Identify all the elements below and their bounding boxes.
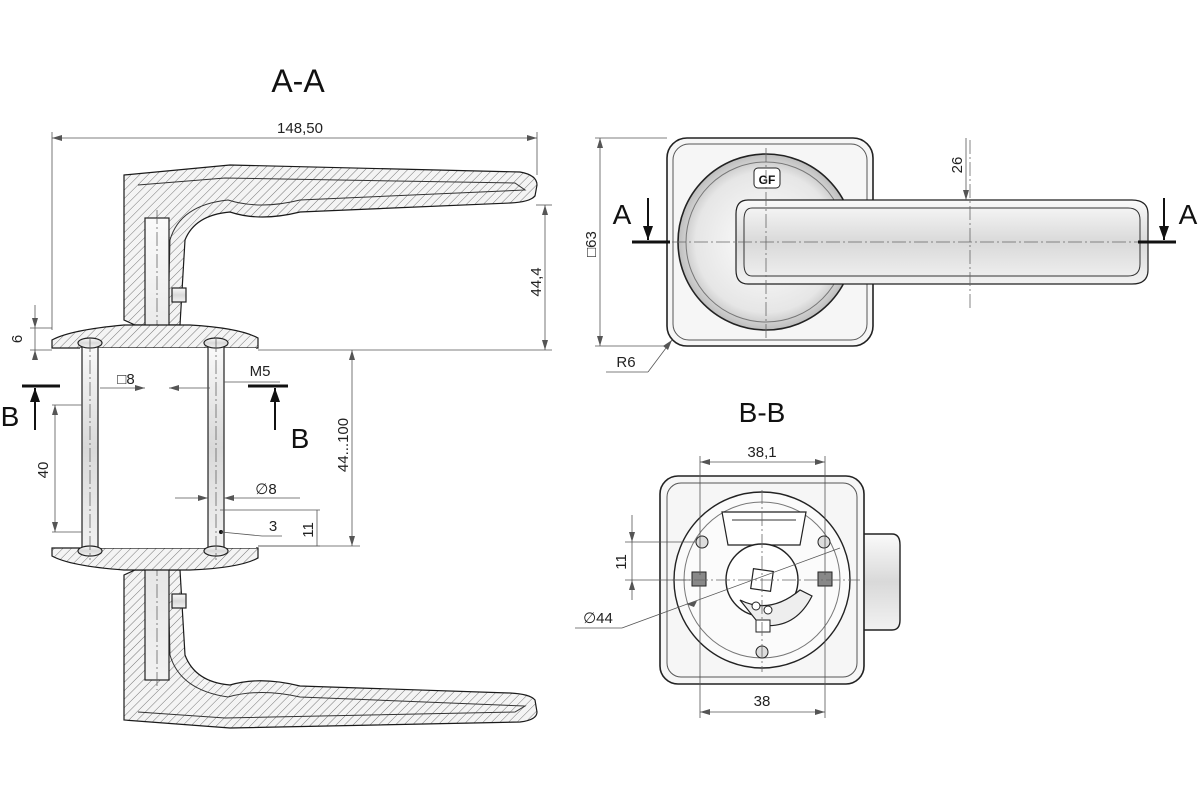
dim-screw-dia: ∅8 (255, 481, 276, 498)
dim-screw-thread: M5 (250, 363, 271, 380)
spring-housing (721, 511, 807, 546)
svg-text:GF: GF (759, 173, 776, 187)
svg-text:B: B (291, 423, 310, 454)
lower-lever-section (123, 569, 538, 729)
section-bb-title: B-B (739, 397, 786, 428)
dim-bb-width-top: 38,1 (747, 444, 776, 461)
dim-door-thickness: 44...100 (335, 418, 352, 472)
dim-screw-spacing: 40 (35, 462, 52, 479)
dim-offset-11: 11 (300, 522, 317, 538)
svg-text:A: A (613, 199, 632, 230)
section-aa-title: A-A (271, 63, 325, 99)
dim-spindle-square: □8 (117, 371, 134, 388)
brand-logo: GF (753, 167, 781, 189)
grub-screw-lower (171, 593, 187, 609)
right-through-bolt (203, 337, 229, 560)
svg-text:A: A (1179, 199, 1198, 230)
section-aa-view: A-A 148,50 (1, 63, 552, 729)
side-latch (861, 533, 901, 631)
dim-bb-offset: 11 (613, 554, 630, 570)
dim-overall-length: 148,50 (277, 120, 323, 137)
dim-offset-26: 26 (949, 157, 966, 174)
dim-corner-radius: R6 (616, 354, 635, 371)
left-through-bolt (77, 337, 103, 560)
front-view: GF A A □63 26 (583, 137, 1198, 373)
section-marker-a-right: A (1138, 198, 1198, 244)
section-marker-b-right: B (248, 384, 310, 454)
dim-rose-square: □63 (583, 231, 600, 257)
fixing-hole-left (691, 571, 707, 587)
section-marker-a-left: A (613, 198, 670, 244)
section-bb-view: B-B 38,1 (575, 397, 901, 718)
dim-lever-drop: 44,4 (528, 267, 545, 296)
upper-lever-section (123, 164, 538, 326)
section-marker-b-left: B (1, 384, 60, 432)
dim-rose-thickness: 6 (9, 335, 26, 343)
callout-3: 3 (269, 518, 277, 535)
grub-screw-upper (171, 287, 187, 303)
dim-bb-diameter: ∅44 (583, 610, 613, 627)
svg-text:B: B (1, 401, 20, 432)
dim-bb-width-bottom: 38 (754, 693, 771, 710)
